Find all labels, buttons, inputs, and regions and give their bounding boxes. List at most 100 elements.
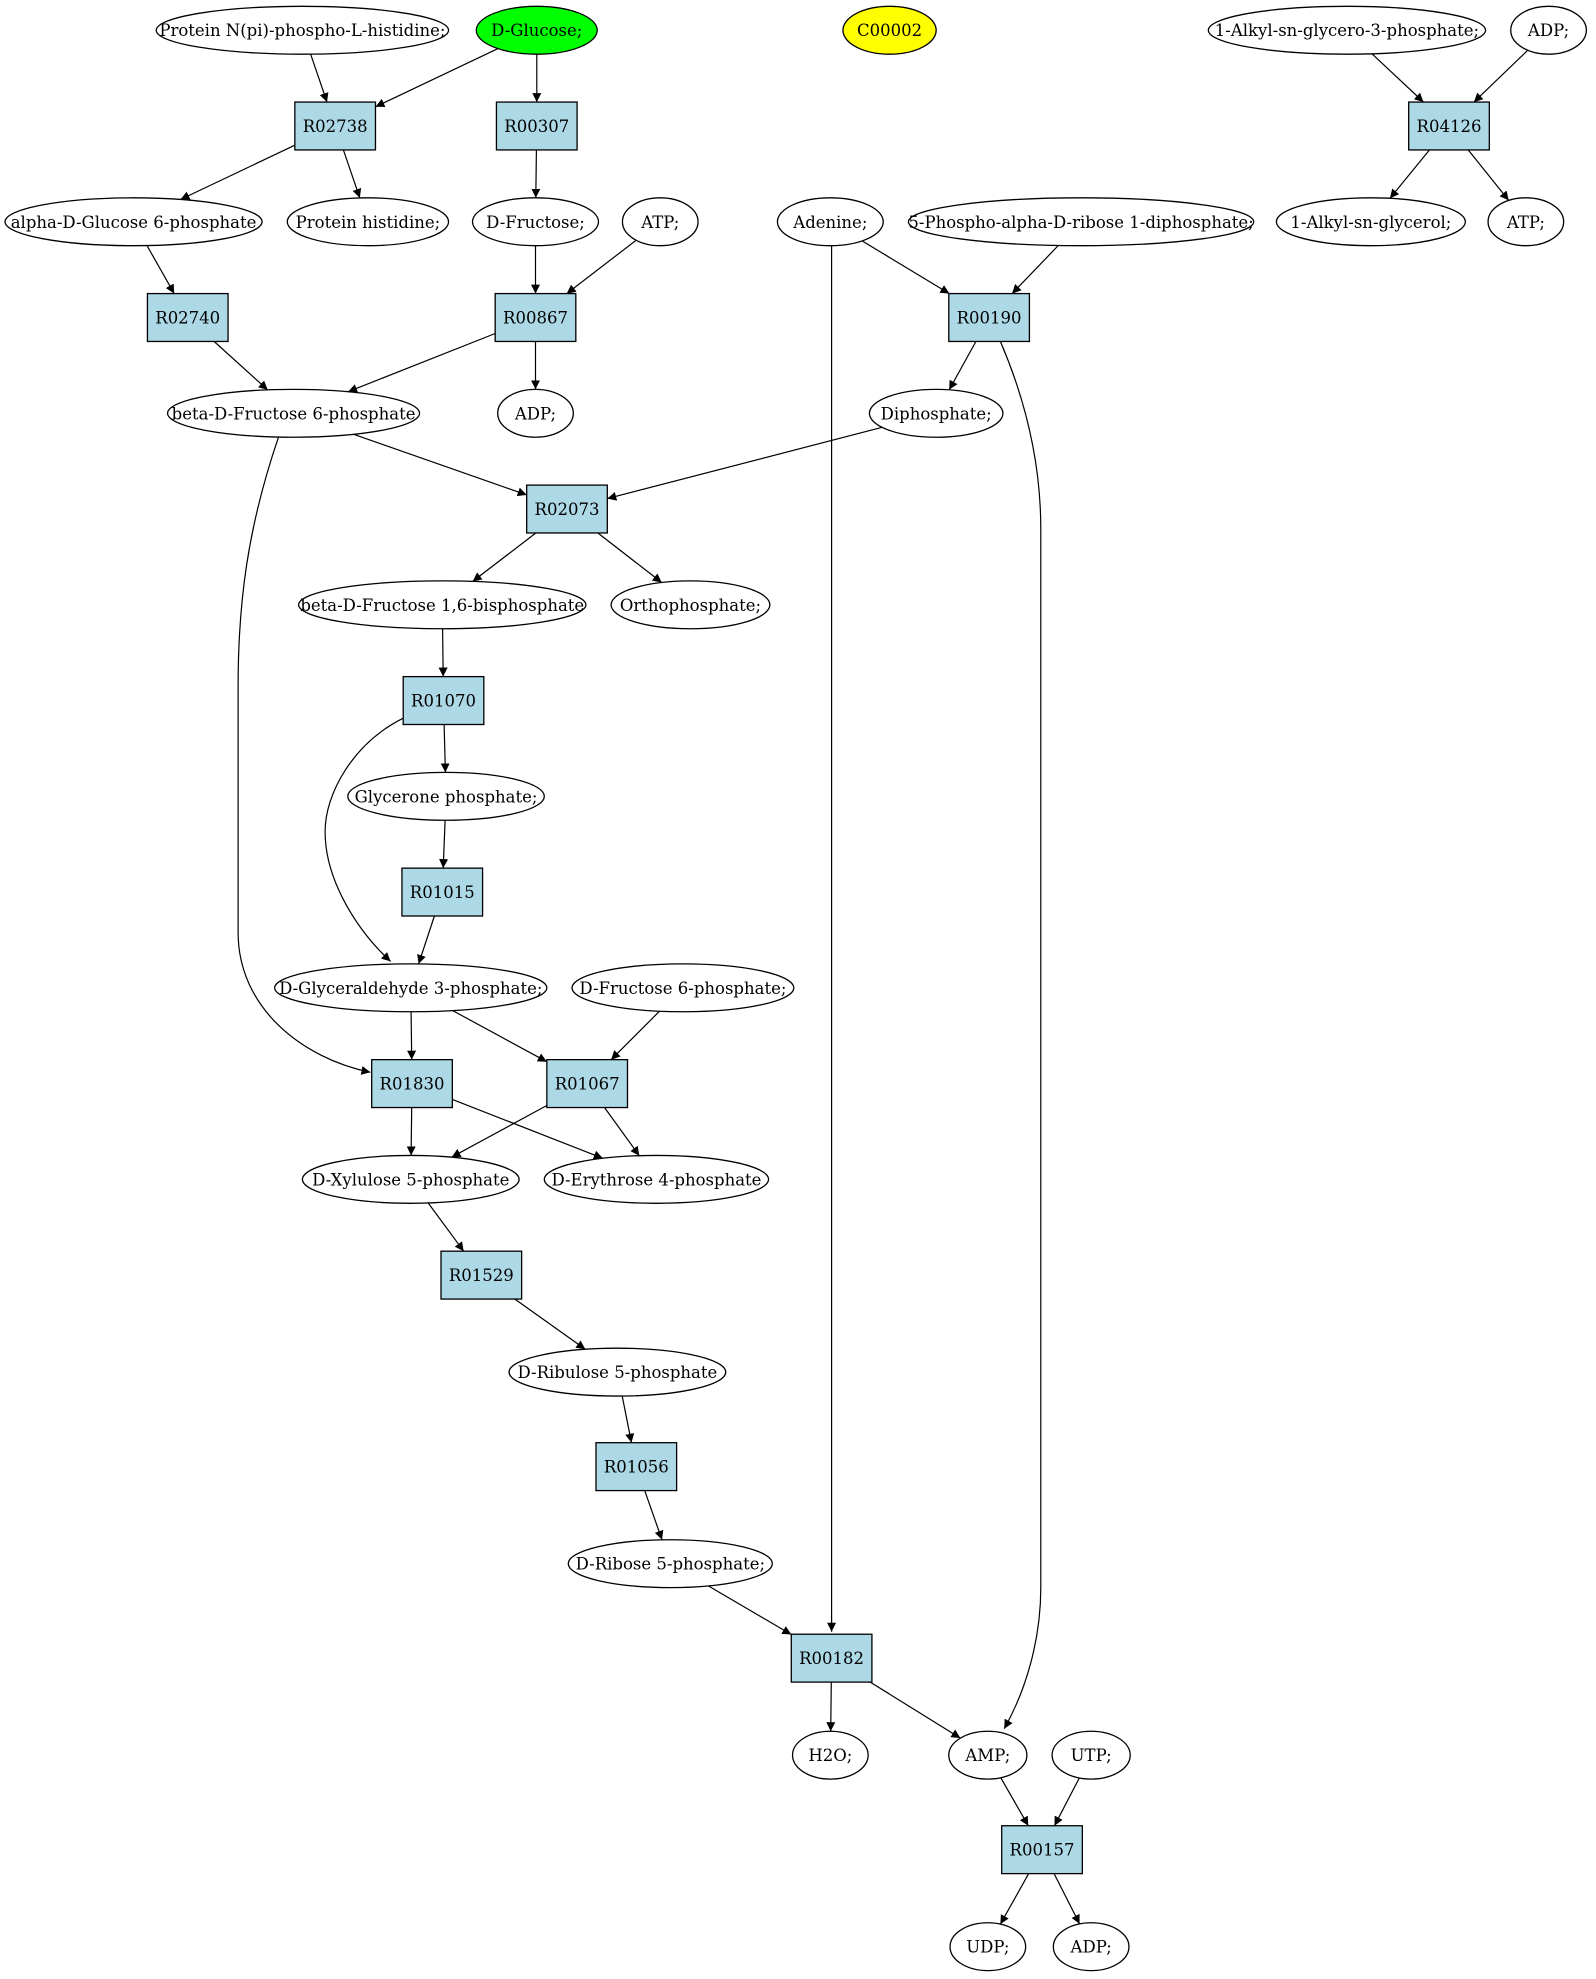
compound-ellipse <box>4 197 263 247</box>
compound-ellipse <box>1510 5 1587 55</box>
edge-alkyl_g3p-to-R04126 <box>1371 53 1424 103</box>
edge-R00190-to-diphosphate <box>948 341 977 391</box>
compound-label: Protein histidine; <box>296 213 441 232</box>
compound-node-dhap[interactable]: Glycerone phosphate; <box>347 771 545 821</box>
compound-label: ADP; <box>514 404 556 423</box>
reaction-node-r04126[interactable]: R04126 <box>1408 101 1490 151</box>
reaction-node-r02073[interactable]: R02073 <box>526 484 608 534</box>
compound-label: 1-Alkyl-sn-glycero-3-phosphate; <box>1215 21 1479 40</box>
compound-node-udp[interactable]: UDP; <box>949 1922 1027 1972</box>
edge-prpp-to-R00190 <box>1011 245 1059 295</box>
compound-node-e4p[interactable]: D-Erythrose 4-phosphate <box>543 1154 770 1204</box>
compound-node-protein-nphospho[interactable]: Protein N(pi)-phospho-L-histidine; <box>155 5 450 55</box>
compound-node-adp-1[interactable]: ADP; <box>1510 5 1587 55</box>
compound-node-fbp[interactable]: beta-D-Fructose 1,6-bisphosphate <box>297 580 587 630</box>
reaction-label: R00182 <box>799 1649 864 1668</box>
compound-label: alpha-D-Glucose 6-phosphate <box>11 213 257 232</box>
reaction-node-r01015[interactable]: R01015 <box>401 867 484 917</box>
compound-ellipse <box>949 1922 1027 1972</box>
compound-node-orthophosphate[interactable]: Orthophosphate; <box>610 580 771 630</box>
compound-label: Glycerone phosphate; <box>355 787 538 806</box>
compound-label: 5-Phospho-alpha-D-ribose 1-diphosphate; <box>908 213 1253 232</box>
reaction-box <box>371 1059 453 1109</box>
compound-ellipse <box>948 1730 1028 1780</box>
compound-label: AMP; <box>964 1746 1010 1765</box>
compound-ellipse <box>791 1730 869 1780</box>
reaction-node-r00867[interactable]: R00867 <box>494 292 577 343</box>
compound-node-adenine[interactable]: Adenine; <box>776 197 884 247</box>
reaction-node-r00190[interactable]: R00190 <box>948 292 1031 343</box>
compound-node-g3p[interactable]: D-Glyceraldehyde 3-phosphate; <box>274 963 548 1013</box>
reaction-box <box>402 675 485 726</box>
compound-ellipse <box>1275 197 1467 247</box>
compound-node-protein-his[interactable]: Protein histidine; <box>286 197 450 247</box>
compound-node-x5p[interactable]: D-Xylulose 5-phosphate <box>301 1154 520 1204</box>
reaction-node-r01056[interactable]: R01056 <box>595 1442 678 1492</box>
reaction-label: R00190 <box>957 309 1022 328</box>
reaction-box <box>546 1059 629 1109</box>
compound-ellipse <box>297 580 587 630</box>
compound-ellipse <box>166 388 421 438</box>
compound-label: D-Fructose; <box>486 213 585 232</box>
edge-R00307-to-d_fructose <box>531 149 541 198</box>
edge-utp-to-R00157 <box>1053 1777 1080 1826</box>
edge-R00182-to-h2o <box>826 1682 836 1732</box>
compound-node-d-fructose[interactable]: D-Fructose; <box>471 197 600 247</box>
reaction-node-r02740[interactable]: R02740 <box>146 292 229 343</box>
edge-df6p-to-R01067 <box>610 1010 660 1061</box>
edge-R00190-to-amp <box>999 341 1042 1729</box>
reaction-node-r01830[interactable]: R01830 <box>371 1059 453 1109</box>
reaction-box <box>595 1442 678 1492</box>
edge-g3p-to-R01830 <box>407 1011 417 1060</box>
reaction-node-r01067[interactable]: R01067 <box>546 1059 629 1109</box>
compound-ellipse <box>610 580 771 630</box>
compound-label: D-Glyceraldehyde 3-phosphate; <box>279 979 542 998</box>
reaction-node-r02738[interactable]: R02738 <box>294 101 377 151</box>
compound-node-r5p[interactable]: D-Ribose 5-phosphate; <box>567 1539 774 1589</box>
edge-bf6p-to-R01830 <box>237 437 371 1075</box>
compound-node-alkyl-g3p[interactable]: 1-Alkyl-sn-glycero-3-phosphate; <box>1207 5 1487 55</box>
edge-R01830-to-e4p <box>452 1098 604 1160</box>
edge-adenine-to-R00190 <box>861 240 950 295</box>
compound-node-adp-2[interactable]: ADP; <box>497 388 574 438</box>
compound-node-d-glucose[interactable]: D-Glucose; <box>475 5 598 55</box>
compound-ellipse <box>508 1347 727 1397</box>
compound-label: ADP; <box>1070 1938 1112 1957</box>
edge-R00867-to-bf6p <box>347 332 496 393</box>
compound-node-ru5p[interactable]: D-Ribulose 5-phosphate <box>508 1347 727 1397</box>
compound-node-ag6p[interactable]: alpha-D-Glucose 6-phosphate <box>4 197 263 247</box>
compound-node-atp-2[interactable]: ATP; <box>1487 197 1565 247</box>
compound-node-prpp[interactable]: 5-Phospho-alpha-D-ribose 1-diphosphate; <box>907 197 1255 247</box>
compound-label: Protein N(pi)-phospho-L-histidine; <box>159 21 445 40</box>
reaction-node-r01529[interactable]: R01529 <box>440 1250 523 1300</box>
compound-node-h2o[interactable]: H2O; <box>791 1730 869 1780</box>
compound-node-alkyl-glycerol[interactable]: 1-Alkyl-sn-glycerol; <box>1275 197 1467 247</box>
compound-node-c00002[interactable]: C00002 <box>842 5 937 55</box>
compound-node-df6p[interactable]: D-Fructose 6-phosphate; <box>571 963 795 1013</box>
compound-node-utp[interactable]: UTP; <box>1051 1730 1131 1780</box>
reaction-label: R01067 <box>555 1075 620 1094</box>
reaction-label: R00157 <box>1010 1841 1075 1860</box>
compound-node-bf6p[interactable]: beta-D-Fructose 6-phosphate <box>166 388 421 438</box>
edge-amp-to-R00157 <box>1000 1777 1029 1826</box>
reaction-node-r00157[interactable]: R00157 <box>1001 1825 1083 1875</box>
compound-node-atp-1[interactable]: ATP; <box>621 197 699 247</box>
reaction-label: R02740 <box>155 309 220 328</box>
edge-d_glucose-to-R02738 <box>375 48 499 108</box>
compound-node-amp[interactable]: AMP; <box>948 1730 1028 1780</box>
compound-label: UTP; <box>1071 1746 1112 1765</box>
compound-node-diphosphate[interactable]: Diphosphate; <box>868 388 1004 438</box>
compound-ellipse <box>776 197 884 247</box>
compound-ellipse <box>1052 1922 1130 1972</box>
reaction-box <box>494 292 577 343</box>
reaction-label: R01015 <box>410 883 475 902</box>
reaction-label: R00307 <box>504 117 569 136</box>
edge-g3p-to-R01067 <box>452 1010 548 1063</box>
compound-ellipse <box>621 197 699 247</box>
compound-label: D-Fructose 6-phosphate; <box>579 979 786 998</box>
reaction-node-r00307[interactable]: R00307 <box>495 101 578 151</box>
reaction-node-r00182[interactable]: R00182 <box>790 1633 873 1683</box>
compound-label: 1-Alkyl-sn-glycerol; <box>1290 213 1451 232</box>
compound-node-adp-3[interactable]: ADP; <box>1052 1922 1130 1972</box>
reaction-node-r01070[interactable]: R01070 <box>402 675 485 726</box>
